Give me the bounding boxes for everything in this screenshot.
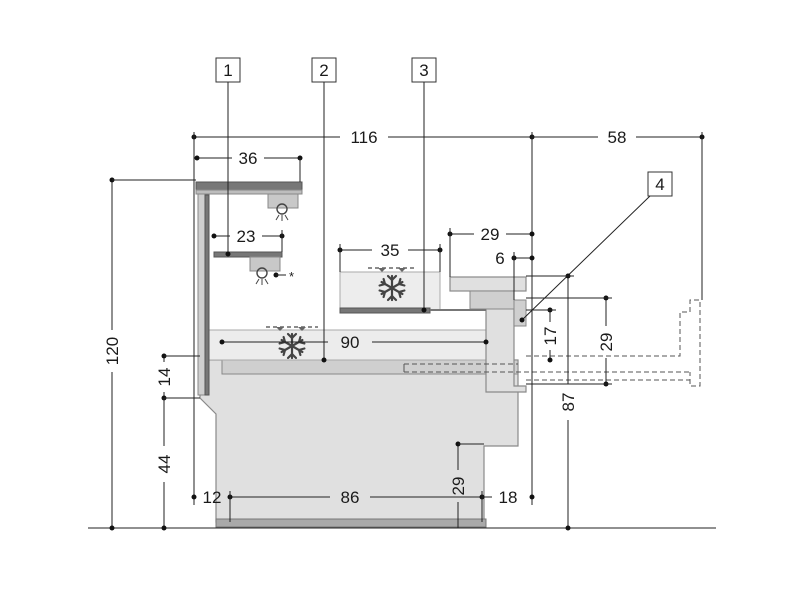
dim-29-base: 29 [449,477,468,496]
dim-17: 17 [541,327,560,346]
snowflake-icon [378,274,406,302]
top-shelf-edge [195,189,303,195]
dim-36: 36 [239,149,258,168]
dim-14: 14 [155,368,174,387]
lamp-note-marker: * [289,269,294,284]
dim-23: 23 [237,227,256,246]
callout-2: 2 [311,57,337,363]
dim-right-87: 87 [526,273,578,531]
base-plinth [215,518,487,528]
main-well-rim [221,359,519,375]
ext-dash-outline [526,299,701,387]
main-well [205,329,487,361]
lamp-icon [255,267,269,285]
top-lamp-housing [267,193,299,209]
dim-116: 116 [350,128,377,147]
dim-overall-width: 116 [191,128,535,147]
rear-post-inner [204,194,210,396]
dim-base-step: 29 [449,441,484,528]
lower-shelf [213,251,283,258]
dim-18: 18 [499,488,518,507]
lower-lamp-housing [249,256,281,272]
callout-1: 1 [215,57,241,257]
freeze-arrows-main [266,326,318,331]
dim-44: 44 [155,455,174,474]
dim-right-17: 17 [526,307,560,363]
top-ledge [449,276,527,292]
lamp-icon [275,203,289,221]
dim-6: 6 [495,249,504,268]
ledge-support [469,290,515,310]
dim-87: 87 [559,393,578,412]
dim-35: 35 [381,241,400,260]
dim-height-44: 44 [155,398,174,531]
dim-top-well: 35 [337,241,443,272]
front-trim [513,299,527,327]
dim-right-clearance: 58 [532,128,705,147]
callout-3: 3 [411,57,437,313]
callout-1-label: 1 [223,61,232,80]
dim-top-well-offset: 29 [447,225,535,277]
dim-29-top: 29 [481,225,500,244]
dim-120: 120 [103,337,122,365]
callout-3-label: 3 [419,61,428,80]
dim-58: 58 [608,128,627,147]
dim-12: 12 [203,488,222,507]
top-shelf [195,181,303,191]
dim-bottom-row: 12 86 18 [191,488,535,522]
dim-29-right: 29 [597,333,616,352]
dim-lower-shelf: 23 [211,227,285,252]
freeze-arrows-top [368,267,416,272]
optional-extension [403,299,701,387]
dim-top-well-step: 6 [495,249,535,300]
dim-height-14: 14 [155,353,200,401]
dim-90: 90 [341,333,360,352]
dim-top-shelf: 36 [194,149,303,182]
dim-right-29: 29 [526,295,616,387]
callout-4: 4 [519,171,673,323]
counter-body [195,181,527,528]
callout-4-label: 4 [655,175,664,194]
dim-main-well: 90 [219,333,489,352]
dim-86: 86 [341,488,360,507]
upper-well-tray [339,307,431,314]
callout-2-label: 2 [319,61,328,80]
dim-height-total: 120 [103,177,196,531]
